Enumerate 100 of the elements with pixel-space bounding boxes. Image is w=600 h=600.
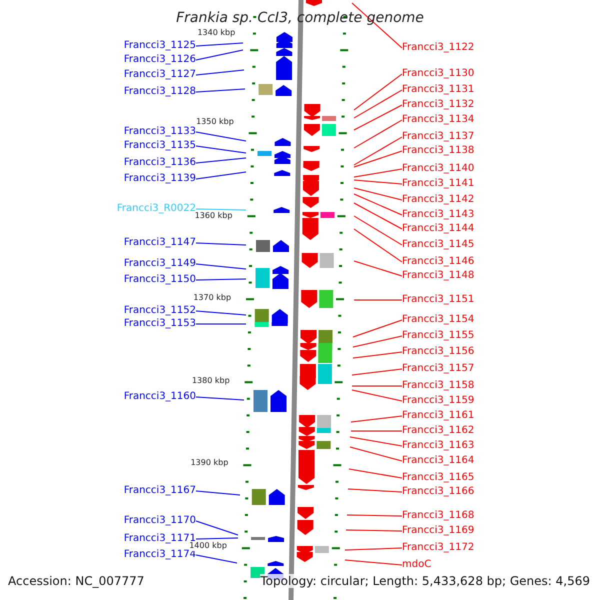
scale-label: 1350 kbp bbox=[196, 117, 234, 127]
gene-label: Francci3_1172 bbox=[402, 542, 474, 554]
leader-line bbox=[350, 436, 402, 446]
gene-label: Francci3_1148 bbox=[402, 270, 474, 282]
title: Frankia sp. CcI3, complete genome bbox=[175, 10, 425, 26]
gene-label: Francci3_1167 bbox=[124, 485, 196, 497]
gene-label: Francci3_1128 bbox=[124, 86, 196, 98]
gene-label: Francci3_1145 bbox=[402, 239, 474, 251]
leader-line bbox=[196, 132, 246, 142]
leader-line bbox=[196, 396, 244, 400]
leader-line bbox=[196, 554, 238, 564]
gene-label: Francci3_1135 bbox=[124, 140, 196, 152]
gene-label: Francci3_1144 bbox=[402, 223, 474, 235]
gene-label: Francci3_1152 bbox=[124, 305, 196, 317]
leader-line bbox=[352, 368, 402, 376]
gene-label: Francci3_1156 bbox=[402, 346, 474, 358]
leader-line bbox=[352, 2, 402, 48]
gene-label: Francci3_1168 bbox=[402, 510, 474, 522]
leader-line bbox=[196, 242, 246, 246]
leader-line bbox=[354, 188, 402, 200]
gene-label: Francci3_1155 bbox=[402, 330, 474, 342]
leader-line bbox=[196, 42, 244, 46]
gene-label: mdoC bbox=[402, 559, 432, 571]
leader-line bbox=[196, 146, 246, 154]
leader-line bbox=[196, 158, 246, 164]
gene-label: Francci3_1133 bbox=[124, 126, 196, 138]
leader-line bbox=[354, 120, 402, 148]
leader-line bbox=[196, 172, 246, 180]
gene-label: Francci3_1170 bbox=[124, 515, 196, 527]
gene-label: Francci3_1164 bbox=[402, 455, 474, 467]
gene-label: Francci3_1122 bbox=[402, 42, 474, 54]
gene-label: Francci3_1134 bbox=[402, 114, 474, 126]
scale-label: 1400 kbp bbox=[189, 541, 227, 551]
gene-label: Francci3_1150 bbox=[124, 274, 196, 286]
gene-label: Francci3_1147 bbox=[124, 237, 196, 249]
leader-line bbox=[196, 538, 238, 540]
leader-line bbox=[354, 216, 402, 246]
leader-line bbox=[196, 310, 246, 316]
gene-label: Francci3_1163 bbox=[402, 440, 474, 452]
gene-label: Francci3_1132 bbox=[402, 99, 474, 111]
leader-line bbox=[354, 194, 402, 216]
scale-label: 1390 kbp bbox=[190, 458, 228, 468]
gene-label: Francci3_1125 bbox=[124, 40, 196, 52]
gene-label: Francci3_1127 bbox=[124, 69, 196, 81]
gene-label: Francci3_1151 bbox=[402, 294, 474, 306]
gene-label: Francci3_1153 bbox=[124, 318, 196, 330]
gene-label: Francci3_1136 bbox=[124, 157, 196, 169]
scale-label: 1340 kbp bbox=[197, 28, 236, 38]
gene-label: Francci3_1146 bbox=[402, 256, 474, 268]
leader-line bbox=[352, 352, 402, 358]
leader-line bbox=[344, 560, 402, 566]
gene-label: Francci3_1160 bbox=[124, 391, 196, 403]
leader-line bbox=[352, 390, 402, 402]
gene-label: Francci3_1165 bbox=[402, 472, 474, 484]
leader-line bbox=[354, 90, 402, 118]
leader-line bbox=[348, 488, 402, 492]
footer-text: Accession: NC_007777 bbox=[8, 574, 144, 588]
scale-label: 1360 kbp bbox=[194, 211, 232, 221]
leader-line bbox=[196, 70, 244, 76]
leader-line bbox=[354, 202, 402, 230]
leader-line bbox=[346, 514, 402, 516]
footer-text: Topology: circular; Length: 5,433,628 bp; Genes: 4,569 bbox=[260, 574, 590, 588]
scale-label: 1370 kbp bbox=[193, 293, 232, 303]
leader-line bbox=[354, 104, 402, 130]
gene-label: Francci3_1157 bbox=[402, 363, 474, 375]
leader-line bbox=[354, 74, 402, 110]
leader-line bbox=[354, 150, 402, 168]
leader-line bbox=[196, 490, 240, 496]
gene-label: Francci3_1140 bbox=[402, 163, 474, 175]
leader-line bbox=[196, 208, 246, 210]
gene-label: Francci3_1149 bbox=[124, 258, 196, 270]
gene-label: Francci3_1166 bbox=[402, 486, 474, 498]
gene-label: Francci3_1174 bbox=[124, 549, 196, 561]
leader-line bbox=[354, 260, 402, 276]
leader-line bbox=[196, 88, 246, 92]
leader-line bbox=[196, 520, 238, 536]
gene-label: Francci3_1159 bbox=[402, 395, 474, 407]
gene-label: Francci3_1162 bbox=[402, 425, 474, 437]
gene-label: Francci3_1142 bbox=[402, 194, 474, 206]
leader-line bbox=[350, 446, 402, 462]
leader-line bbox=[196, 278, 246, 280]
scale-label: 1380 kbp bbox=[192, 376, 230, 386]
gene-label: Francci3_1143 bbox=[402, 209, 474, 221]
gene-label: Francci3_1138 bbox=[402, 145, 474, 157]
leader-line bbox=[354, 136, 402, 166]
gene-label: Francci3_R0022 bbox=[116, 203, 196, 215]
gene-label: Francci3_1137 bbox=[402, 131, 474, 143]
leader-line bbox=[196, 264, 246, 270]
leader-line bbox=[344, 548, 402, 550]
gene-label: Francci3_1154 bbox=[402, 314, 474, 326]
leader-line bbox=[352, 336, 402, 348]
gene-label: Francci3_1141 bbox=[402, 178, 474, 190]
leader-line bbox=[346, 530, 402, 532]
gene-label: Francci3_1126 bbox=[124, 54, 196, 66]
gene-label: Francci3_1130 bbox=[402, 68, 474, 80]
gene-label: Francci3_1161 bbox=[402, 410, 474, 422]
gene-label: Francci3_1158 bbox=[402, 380, 474, 392]
leader-line bbox=[354, 168, 402, 178]
gene-label: Francci3_1131 bbox=[402, 84, 474, 96]
gene-label: Francci3_1169 bbox=[402, 525, 474, 537]
